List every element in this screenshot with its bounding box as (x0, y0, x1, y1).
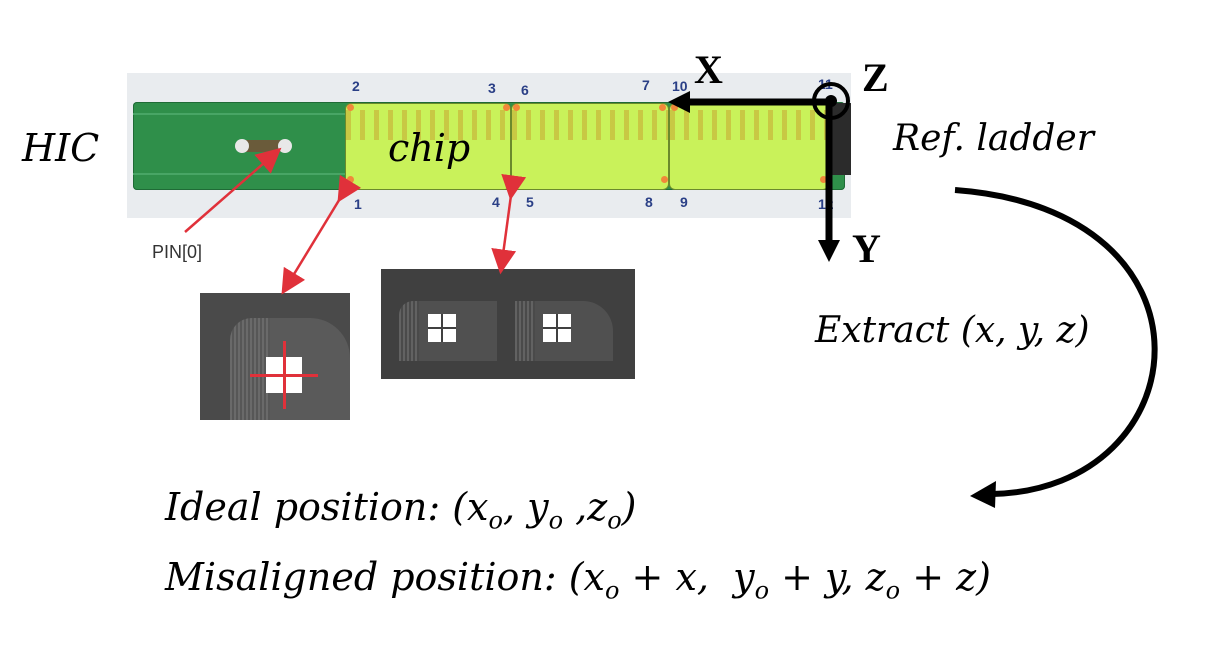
chip-1 (345, 103, 511, 190)
marker-label-7: 7 (642, 77, 650, 93)
z-axis-label: Z (862, 55, 889, 100)
z-axis-circle (812, 82, 850, 120)
marker-label-5: 5 (526, 194, 534, 210)
marker-label-9: 9 (680, 194, 688, 210)
pin-hole-left (235, 139, 249, 153)
crosshair-v (283, 341, 286, 409)
ideal-position-label: Ideal position: (xo, yo ,zo) (165, 485, 637, 535)
zoom-photo-marker-4-5 (381, 269, 635, 379)
marker-label-3: 3 (488, 80, 496, 96)
chip-label: chip (388, 126, 471, 170)
extract-curve-arrowhead (970, 481, 996, 508)
z-axis-dot (825, 95, 837, 107)
marker-dot (661, 176, 668, 183)
extract-label: Extract (x, y, z) (815, 310, 1090, 351)
marker-label-8: 8 (645, 194, 653, 210)
pin-label: PIN[0] (152, 242, 203, 262)
marker-label-6: 6 (521, 82, 529, 98)
x-axis-arrowhead (668, 91, 690, 113)
misaligned-position-label: Misaligned position: (xo + x, yo + y, zo… (165, 555, 991, 605)
y-axis-arrowhead (818, 240, 840, 262)
fiducial-gap (428, 327, 456, 329)
chip-2 (511, 103, 669, 190)
pin-pointer-arrow (184, 147, 282, 233)
y-axis-label: Y (852, 226, 881, 271)
marker-1-zoom-arrow (281, 174, 362, 295)
marker-dot (671, 104, 678, 111)
extract-curve-arrow (954, 187, 1158, 497)
marker-dot (503, 104, 510, 111)
pcb-traces (133, 113, 353, 115)
ref-ladder-label: Ref. ladder (893, 118, 1094, 159)
board-photo (127, 73, 851, 218)
marker-dot (347, 104, 354, 111)
zoom-photo-marker-1 (200, 293, 350, 420)
pcb-traces-2 (133, 173, 348, 175)
marker-dot (820, 176, 827, 183)
x-axis-label: X (694, 47, 723, 92)
pin-hole-right (278, 139, 292, 153)
marker-label-2: 2 (352, 78, 360, 94)
fiducial-gap (543, 327, 571, 329)
ideal-prefix: Ideal position: (x (165, 485, 489, 529)
marker-dot (513, 104, 520, 111)
chip-3 (669, 103, 829, 190)
marker-label-10: 10 (672, 78, 688, 94)
marker-dot (659, 104, 666, 111)
marker-4-zoom-arrow (491, 173, 527, 275)
hic-label: HIC (22, 126, 100, 170)
misaligned-prefix: Misaligned position: (x (165, 555, 605, 599)
